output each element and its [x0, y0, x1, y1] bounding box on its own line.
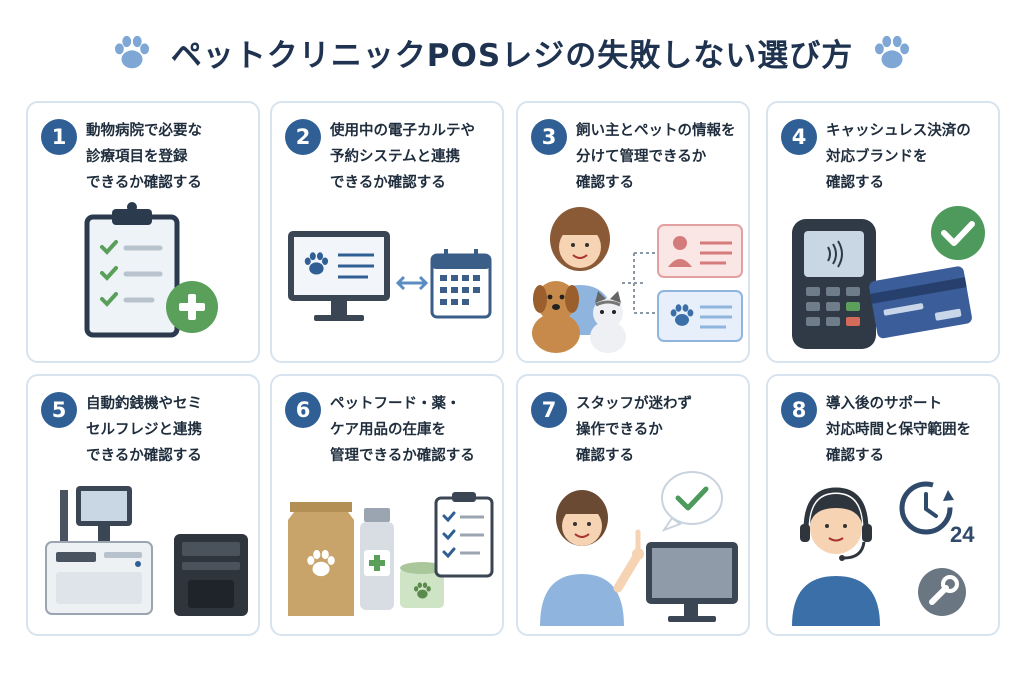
- clock-hours-label: 24: [950, 522, 975, 547]
- clipboard-checklist-icon: [434, 492, 494, 578]
- step-number: 6: [285, 392, 321, 428]
- card-6: 6 ペットフード・薬・ ケア用品の在庫を 管理できるか確認する: [270, 374, 504, 636]
- card-5: 5 自動釣銭機やセミ セルフレジと連携 できるか確認する: [26, 374, 260, 636]
- card-text: 導入後のサポート 対応時間と保守範囲を 確認する: [826, 396, 971, 464]
- dog-figure: [532, 281, 580, 353]
- card-text: 自動釣銭機やセミ セルフレジと連携 できるか確認する: [86, 396, 202, 464]
- card-text: スタッフが迷わず 操作できるか 確認する: [576, 396, 692, 464]
- medicine-bottle-icon: [360, 508, 394, 610]
- clock-icon: 24: [899, 481, 975, 547]
- cat-figure: [590, 291, 626, 353]
- id-card-icon: [657, 224, 743, 278]
- cashless-illustration: [792, 206, 985, 349]
- check-icon: [931, 206, 985, 260]
- check-icon: [661, 471, 723, 533]
- card-terminal-icon: [792, 219, 876, 349]
- card-4: 4 キャッシュレス決済の 対応ブランドを 確認する: [766, 101, 1000, 363]
- support-illustration: 24: [792, 481, 975, 626]
- cash-register-icon: [45, 486, 153, 615]
- monitor-icon: [288, 231, 390, 321]
- card-1: 1 動物病院で必要な 診療項目を登録 できるか確認する: [26, 101, 260, 363]
- monitor-icon: [646, 542, 738, 622]
- plus-icon: [166, 281, 218, 333]
- card-8: 8 導入後のサポート 対応時間と保守範囲を 確認する 24: [766, 374, 1000, 636]
- step-number: 7: [531, 392, 567, 428]
- paw-icon: [114, 35, 149, 69]
- wrench-icon: [918, 568, 966, 616]
- step-number: 5: [41, 392, 77, 428]
- clipboard-checklist-icon: [84, 202, 218, 338]
- step-number: 4: [781, 119, 817, 155]
- card-text: 飼い主とペットの情報を 分けて管理できるか 確認する: [576, 123, 736, 191]
- can-icon: [400, 562, 444, 608]
- owner-pet-illustration: [532, 207, 743, 353]
- staff-operation-illustration: [540, 471, 738, 626]
- printer-icon: [174, 534, 248, 616]
- card-7: 7 スタッフが迷わず 操作できるか 確認する: [516, 374, 750, 636]
- step-number: 3: [531, 119, 567, 155]
- card-text: ペットフード・薬・ ケア用品の在庫を 管理できるか確認する: [330, 396, 475, 464]
- change-machine-illustration: [45, 486, 248, 616]
- card-text: キャッシュレス決済の 対応ブランドを 確認する: [826, 123, 971, 191]
- calendar-icon: [430, 249, 492, 319]
- card-2: 2 使用中の電子カルテや 予約システムと連携 できるか確認する: [270, 101, 504, 363]
- system-integration-illustration: [288, 231, 492, 321]
- card-text: 動物病院で必要な 診療項目を登録 できるか確認する: [86, 123, 202, 191]
- step-number: 2: [285, 119, 321, 155]
- credit-card-icon: [869, 266, 972, 339]
- card-3: 3 飼い主とペットの情報を 分けて管理できるか 確認する: [516, 101, 750, 363]
- page-title: ペットクリニックPOSレジの失敗しない選び方: [170, 37, 854, 74]
- paw-icon: [875, 35, 910, 69]
- food-bag-icon: [288, 502, 354, 616]
- headset-icon: [792, 487, 880, 626]
- inventory-illustration: [288, 492, 494, 616]
- step-number: 1: [41, 119, 77, 155]
- step-number: 8: [781, 392, 817, 428]
- title-row: ペットクリニックPOSレジの失敗しない選び方: [0, 22, 1024, 82]
- pet-card-icon: [657, 290, 743, 342]
- card-text: 使用中の電子カルテや 予約システムと連携 できるか確認する: [330, 123, 475, 191]
- staff-figure: [540, 490, 644, 626]
